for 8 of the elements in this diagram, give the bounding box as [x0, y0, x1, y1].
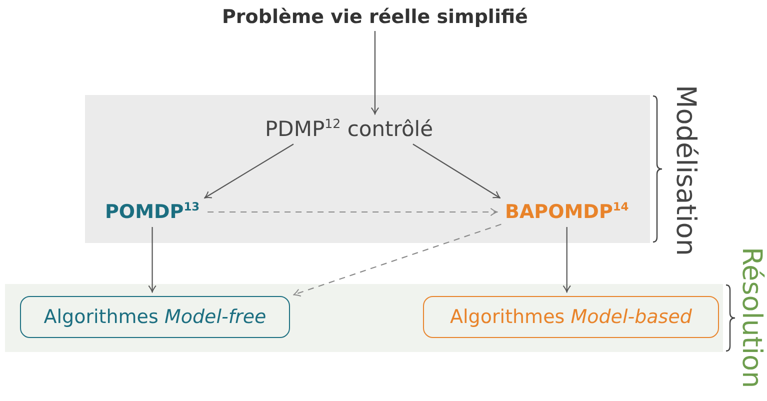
node-label: POMDP$^{13}$ — [105, 201, 200, 223]
model-free-box: Algorithmes Model-free — [20, 296, 290, 338]
node-label: BAPOMDP$^{14}$ — [505, 201, 629, 223]
section-heading: Modélisation — [669, 84, 702, 258]
title-text: Problème vie réelle simplifié — [222, 6, 528, 28]
model-based-box: Algorithmes Model-based — [423, 296, 719, 338]
node-label: PDMP$^{12}$ contrôlé — [265, 117, 434, 141]
section-heading: Résolution — [735, 246, 767, 391]
